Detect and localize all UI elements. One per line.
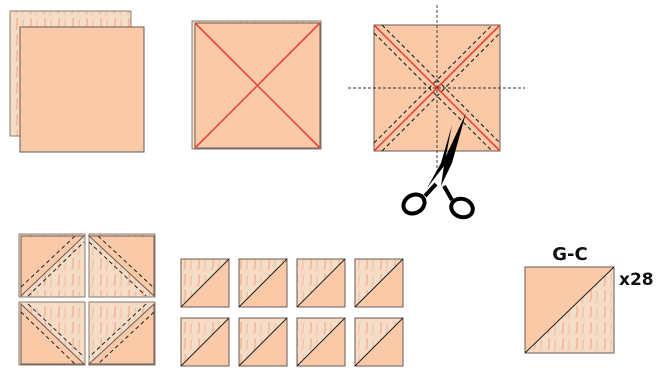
step-draw-diagonals — [191, 20, 322, 150]
step-stitch-and-cut — [348, 5, 525, 220]
cut-piece — [18, 233, 86, 298]
block-label: G-C — [552, 244, 587, 265]
solid-fabric-square — [19, 26, 145, 153]
scissors-icon — [401, 113, 475, 220]
cut-piece — [87, 301, 156, 366]
step-half-square-triangles — [180, 258, 404, 367]
hst-unit — [354, 258, 404, 308]
hst-unit — [296, 258, 346, 308]
step-finished-unit: G-C x28 — [524, 244, 654, 354]
finished-hst-unit — [524, 266, 615, 354]
hst-unit — [180, 317, 230, 367]
diagonal-guide-line — [194, 22, 321, 149]
step-cut-pieces — [18, 233, 156, 366]
cut-piece — [87, 233, 156, 298]
cut-piece — [18, 301, 86, 366]
hst-unit — [238, 258, 288, 308]
hst-unit — [180, 258, 230, 308]
hst-unit — [238, 317, 288, 367]
quantity-label: x28 — [619, 270, 654, 290]
seam-line — [524, 266, 615, 354]
hst-unit — [296, 317, 346, 367]
step-layer-squares — [9, 10, 145, 153]
hst-unit — [354, 317, 404, 367]
